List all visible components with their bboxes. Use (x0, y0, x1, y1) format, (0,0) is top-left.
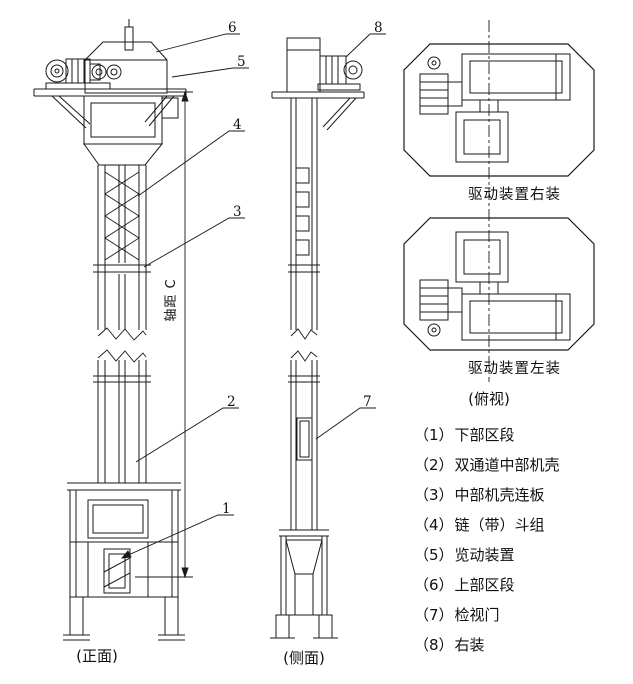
legend-label-5: 览动装置 (454, 546, 515, 564)
legend-item-8: （8）右装 (414, 630, 560, 660)
front-column-upper (97, 165, 147, 330)
top-view-caption: (俯视) (468, 390, 510, 408)
callout-2: 2 (227, 394, 236, 410)
side-column-upper (288, 98, 320, 330)
legend-item-4: （4）链（带）斗组 (414, 510, 560, 540)
drive-right-mount-label: 驱动装置右装 (468, 187, 561, 203)
bucket-chain-zigzag (104, 171, 140, 261)
front-mast (124, 19, 134, 51)
leader-7 (315, 407, 376, 440)
front-drive-motor (45, 58, 111, 90)
front-platform (33, 88, 187, 129)
legend-num-3: （3） (414, 486, 454, 504)
leader-5 (171, 67, 249, 78)
axle-distance-label: 轴距 C (164, 278, 179, 322)
front-head-housing (83, 95, 179, 166)
side-view-caption: (侧面) (283, 649, 325, 667)
top-view-left-mount-drawing (403, 217, 595, 351)
legend-label-2: 双通道中部机壳 (454, 456, 560, 474)
legend-item-5: （5）览动装置 (414, 540, 560, 570)
front-boot (63, 482, 185, 641)
legend-item-3: （3）中部机壳连板 (414, 480, 560, 510)
side-view-drawing (270, 37, 365, 639)
front-casing-flange (93, 264, 151, 273)
legend-label-8: 右装 (454, 636, 485, 654)
leader-1 (123, 514, 234, 558)
legend-num-5: （5） (414, 546, 454, 564)
top-right-motor (419, 56, 463, 115)
callout-3: 3 (233, 204, 242, 220)
side-break-symbol (290, 328, 318, 362)
front-view-drawing (33, 19, 193, 641)
legend-item-7: （7）检视门 (414, 600, 560, 630)
front-view-caption: (正面) (76, 647, 118, 665)
leader-3 (143, 217, 245, 268)
side-boot (270, 529, 338, 639)
side-column-lower (288, 360, 320, 530)
leader-8 (345, 33, 386, 58)
leader-6 (155, 33, 240, 53)
top-view-right-mount-drawing (403, 43, 595, 177)
legend-num-6: （6） (414, 576, 454, 594)
top-right-drive-housing (455, 53, 571, 163)
legend-item-6: （6）上部区段 (414, 570, 560, 600)
legend-label-4: 链（带）斗组 (454, 516, 545, 534)
legend-label-6: 上部区段 (454, 576, 515, 594)
drive-left-mount-label: 驱动装置左装 (468, 361, 561, 377)
callout-leaders (120, 33, 386, 559)
top-left-drive-housing (455, 231, 571, 341)
legend-label-1: 下部区段 (454, 426, 515, 444)
front-break-symbol (97, 327, 147, 363)
legend-label-3: 中部机壳连板 (454, 486, 545, 504)
leader-2 (135, 407, 239, 463)
legend-num-1: （1） (414, 426, 454, 444)
front-head-cap (84, 41, 168, 94)
inspection-door (296, 417, 313, 461)
side-drive-motor (317, 55, 363, 91)
legend-num-7: （7） (414, 606, 454, 624)
callout-4: 4 (233, 117, 242, 133)
leader-1-arrow (120, 550, 132, 559)
callout-8: 8 (374, 20, 383, 36)
front-column-lower (93, 360, 151, 483)
top-left-motor (419, 279, 463, 337)
leader-4 (137, 130, 245, 197)
dimension-line (135, 90, 193, 579)
legend-label-7: 检视门 (454, 606, 500, 624)
legend-num-4: （4） (414, 516, 454, 534)
callout-5: 5 (237, 54, 246, 70)
callout-7: 7 (363, 394, 372, 410)
legend-num-8: （8） (414, 636, 454, 654)
legend-item-2: （2）双通道中部机壳 (414, 450, 560, 480)
legend-item-1: （1）下部区段 (414, 420, 560, 450)
side-platform (271, 91, 365, 131)
legend: （1）下部区段 （2）双通道中部机壳 （3）中部机壳连板 （4）链（带）斗组 （… (414, 420, 560, 660)
boot-bucket (103, 548, 131, 594)
callout-1: 1 (222, 501, 231, 517)
side-head (286, 37, 321, 93)
legend-num-2: （2） (414, 456, 454, 474)
callout-6: 6 (228, 20, 237, 36)
